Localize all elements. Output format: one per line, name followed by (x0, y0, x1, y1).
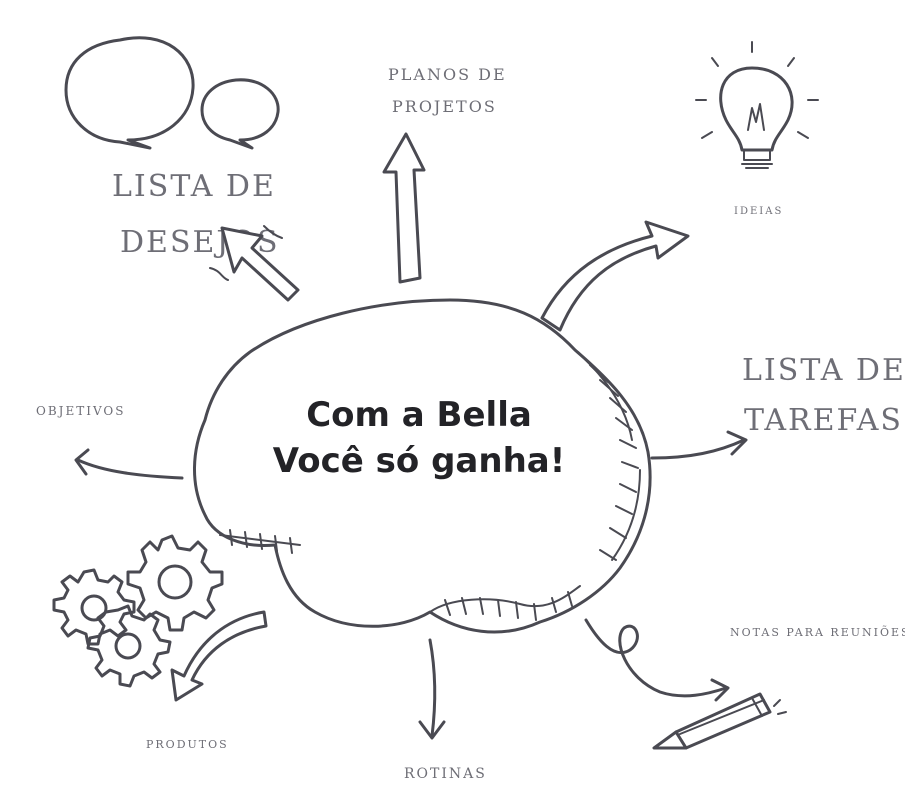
node-ideias: IDEIAS (734, 206, 783, 217)
arrow-to-planos-projetos (382, 132, 426, 284)
lightbulb-icon (695, 41, 819, 169)
speech-bubbles-icon (64, 36, 280, 150)
node-rotinas: ROTINAS (404, 766, 487, 782)
node-planos-projetos-line1: PLANOS DE (388, 65, 507, 84)
arrow-to-ideias (540, 220, 690, 332)
node-lista-desejos-line1: LISTA DE (112, 169, 276, 204)
node-lista-tarefas-line1: LISTA DE (742, 353, 905, 388)
node-planos-projetos-line2: PROJETOS (392, 97, 497, 116)
center-title-line2: Você só ganha! (273, 441, 565, 481)
node-produtos: PRODUTOS (146, 738, 229, 751)
arrow-to-lista-tarefas (650, 430, 748, 460)
arrow-to-notas-reunioes (584, 618, 730, 702)
arrow-to-produtos (170, 610, 268, 702)
center-title-line1: Com a Bella (306, 395, 532, 435)
node-lista-tarefas-line2: TAREFAS (744, 403, 903, 438)
gears-icon (52, 534, 224, 688)
arrow-to-objetivos (74, 448, 184, 480)
pencil-icon (652, 692, 787, 750)
central-cloud (193, 298, 652, 634)
node-objetivos: OBJETIVOS (36, 404, 125, 418)
arrow-to-rotinas (418, 638, 446, 740)
node-notas-reunioes: NOTAS PARA REUNIÕES (730, 625, 905, 639)
arrow-to-lista-desejos (209, 225, 300, 302)
